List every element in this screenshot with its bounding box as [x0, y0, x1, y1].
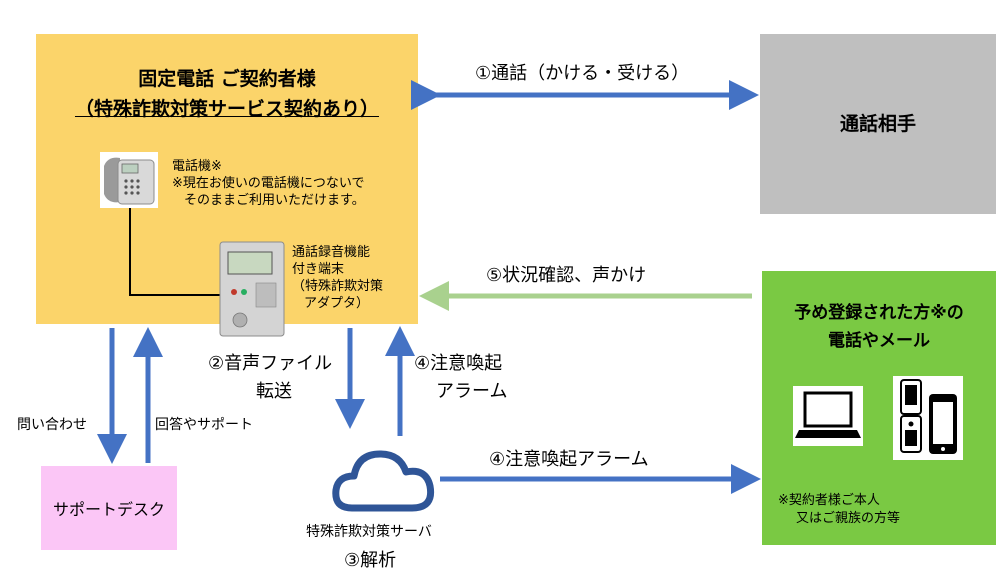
audio-transfer-label-1: ②音声ファイル	[208, 353, 333, 374]
laptop-icon	[793, 386, 863, 446]
adapter-device-icon	[219, 241, 285, 337]
alarm-right-label: ④注意喚起アラーム	[489, 449, 649, 470]
phone-note-2: そのままご利用いただけます。	[184, 193, 365, 208]
adapter-label: 通話録音機能 付き端末 （特殊詐欺対策 アダプタ）	[292, 244, 383, 312]
registered-note-2: 又はご親族の方等	[796, 511, 901, 526]
status-check-label: ⑤状況確認、声かけ	[486, 265, 647, 286]
adapter-line: （特殊詐欺対策	[292, 279, 384, 294]
analysis-step-label: ③解析	[344, 550, 397, 571]
registered-note-1: ※契約者様ご本人	[778, 493, 880, 508]
telephone-icon	[100, 152, 158, 208]
phone-cable	[129, 207, 222, 296]
support-desk-box: サポートデスク	[41, 466, 177, 550]
reply-label: 回答やサポート	[155, 417, 253, 433]
registered-title-1: 予め登録された方※の	[794, 303, 964, 323]
alarm-up-label-2: アラーム	[436, 381, 508, 402]
phone-label: 電話機※	[172, 159, 222, 174]
call-partner-label: 通話相手	[839, 113, 916, 135]
adapter-line: 付き端末	[292, 262, 345, 277]
phone-note-1: ※現在お使いの電話機につないで	[172, 176, 365, 191]
alarm-up-label-1: ④注意喚起	[414, 353, 503, 374]
server-label: 特殊詐欺対策サーバ	[306, 524, 432, 540]
call-flow-label: ①通話（かける・受ける）	[475, 63, 690, 84]
customer-subtitle-text: （特殊詐欺対策サービス契約あり）	[74, 98, 379, 120]
adapter-line: 通話録音機能	[292, 245, 371, 260]
support-desk-label: サポートデスク	[52, 500, 165, 519]
customer-subtitle: （特殊詐欺対策サービス契約あり）	[36, 94, 418, 124]
customer-title: 固定電話 ご契約者様	[138, 68, 316, 90]
smartphone-icon	[929, 394, 957, 454]
registered-title-2: 電話やメール	[828, 331, 930, 351]
call-partner-box: 通話相手	[760, 34, 996, 214]
audio-transfer-label-2: 転送	[256, 381, 292, 402]
adapter-line: アダプタ）	[304, 296, 370, 311]
inquiry-label: 問い合わせ	[17, 417, 87, 433]
cloud-icon	[330, 438, 440, 518]
